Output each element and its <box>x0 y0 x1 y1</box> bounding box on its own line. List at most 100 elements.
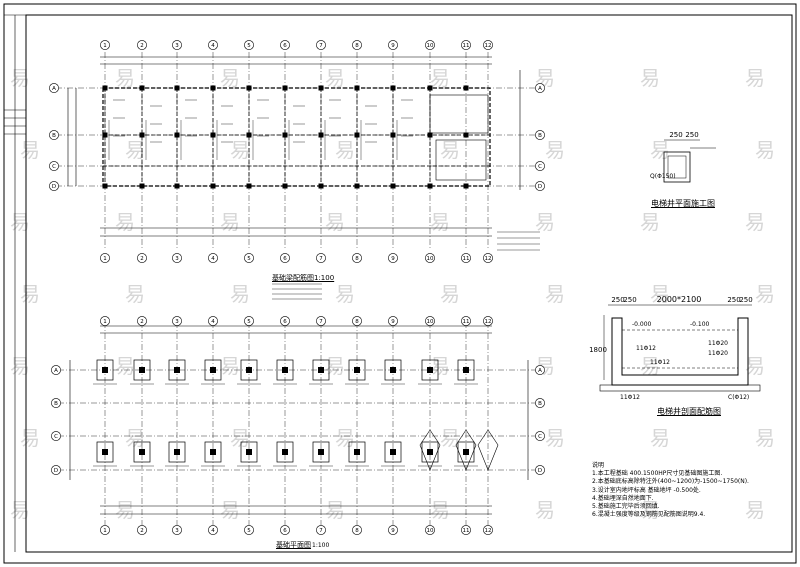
column-mark <box>318 85 324 91</box>
axis-bubble <box>425 253 435 263</box>
axis-bubble-label: 1 <box>103 528 107 534</box>
axis-bubble <box>137 316 147 326</box>
axis-bubble <box>280 253 290 263</box>
axis-bubble-label: C <box>538 164 542 170</box>
column-mark <box>246 183 252 189</box>
column-mark <box>390 85 396 91</box>
section-dim: 250 <box>623 296 636 304</box>
footing-column <box>427 449 433 455</box>
footing-column <box>282 367 288 373</box>
axis-bubble <box>535 161 545 171</box>
watermark-glyph: 易 <box>440 138 460 162</box>
axis-bubble <box>51 365 61 375</box>
section-dim: 1800 <box>589 346 607 354</box>
column-mark <box>427 132 433 138</box>
footing-column <box>174 367 180 373</box>
section-label: 11Φ12 <box>650 359 670 366</box>
section-label: 11Φ12 <box>620 394 640 401</box>
axis-bubble-label: 11 <box>463 256 470 262</box>
note-line: 3.设计室内地坪标高 基础地坪 -0.500处. <box>592 486 701 494</box>
axis-bubble-label: 3 <box>175 528 179 534</box>
footing-column <box>354 367 360 373</box>
watermark-glyph: 易 <box>640 66 660 90</box>
section-label: 11Φ12 <box>636 345 656 352</box>
note-line: 2.本基础底标高除特注外(400~1200)为-1500~1750(N). <box>592 478 749 486</box>
watermark-glyph: 易 <box>430 210 450 234</box>
watermark-glyph: 易 <box>230 426 250 450</box>
axis-bubble-label: 1 <box>103 256 107 262</box>
column-mark <box>427 183 433 189</box>
watermark-glyph: 易 <box>325 66 345 90</box>
footing <box>348 441 366 463</box>
axis-bubble <box>49 130 59 140</box>
slab-base <box>599 384 761 392</box>
axis-bubble <box>51 431 61 441</box>
footing-column <box>390 449 396 455</box>
axis-bubble <box>280 316 290 326</box>
axis-bubble-label: 10 <box>427 528 434 534</box>
footing-column <box>246 449 252 455</box>
axis-bubble <box>49 161 59 171</box>
axis-bubble <box>388 316 398 326</box>
watermark-glyph: 易 <box>430 66 450 90</box>
note-line: 6.混凝土强度等级及钢筋见配筋图说明9.4. <box>592 511 706 519</box>
title-strip <box>4 14 26 552</box>
axis-bubble-label: 5 <box>247 256 251 262</box>
foundation-plan-scale: 1:100 <box>312 542 330 549</box>
footing-column <box>210 367 216 373</box>
column-mark <box>390 132 396 138</box>
column-mark <box>210 183 216 189</box>
axis-bubble-label: 3 <box>175 319 179 325</box>
axis-bubble <box>461 525 471 535</box>
column-mark <box>318 132 324 138</box>
watermark-glyph: 易 <box>440 282 460 306</box>
section-label: 11Φ20 <box>708 340 728 347</box>
watermark-glyph: 易 <box>745 498 765 522</box>
axis-bubble-label: 6 <box>283 319 287 325</box>
watermark-glyph: 易 <box>535 210 555 234</box>
axis-bubble-label: B <box>52 133 56 139</box>
footing-column <box>463 449 469 455</box>
axis-bubble <box>208 253 218 263</box>
axis-bubble-label: 12 <box>485 319 492 325</box>
axis-bubble <box>244 525 254 535</box>
axis-bubble <box>316 40 326 50</box>
section-label: C(Φ12) <box>728 394 749 401</box>
axis-bubble <box>483 40 493 50</box>
footing <box>96 441 114 463</box>
note-line: 5.基础施工完毕后须回填. <box>592 503 660 511</box>
watermark-glyph: 易 <box>20 426 40 450</box>
watermark-glyph: 易 <box>755 282 775 306</box>
footing-column <box>463 367 469 373</box>
watermark-glyph: 易 <box>430 354 450 378</box>
watermark-glyph: 易 <box>640 210 660 234</box>
footing-column <box>174 449 180 455</box>
footing-column <box>427 367 433 373</box>
axis-bubble <box>49 83 59 93</box>
axis-bubble-label: B <box>54 401 58 407</box>
axis-bubble-label: 10 <box>427 43 434 49</box>
watermark-glyph: 易 <box>650 426 670 450</box>
footing <box>457 359 475 381</box>
watermark-glyph: 易 <box>325 498 345 522</box>
watermark-glyph: 易 <box>335 282 355 306</box>
watermark-glyph: 易 <box>220 354 240 378</box>
axis-bubble-label: 3 <box>175 43 179 49</box>
watermark-glyph: 易 <box>325 354 345 378</box>
section-label: -0.100 <box>690 321 710 328</box>
general-notes: 说明 1.本工程基础 400.1500HP尺寸见基础图施工图. 2.本基础底标高… <box>592 462 749 519</box>
axis-bubble <box>172 525 182 535</box>
axis-bubble-label: 10 <box>427 319 434 325</box>
stair-footing <box>419 429 441 471</box>
section-label: -0.000 <box>632 321 652 328</box>
axis-bubble <box>208 316 218 326</box>
footing <box>384 359 402 381</box>
axis-bubble <box>316 525 326 535</box>
axis-bubble-label: 11 <box>463 43 470 49</box>
column-mark <box>463 183 469 189</box>
axis-bubble <box>172 40 182 50</box>
axis-bubble-label: 6 <box>283 43 287 49</box>
axis-bubble-label: A <box>52 86 56 92</box>
